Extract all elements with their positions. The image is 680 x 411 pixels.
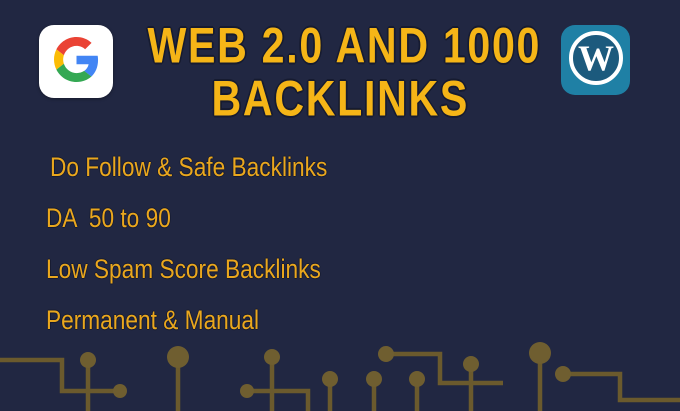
feature-text: Permanent & Manual — [46, 305, 260, 335]
google-logo-icon — [53, 36, 99, 87]
feature-item: DA 50 to 90 — [46, 201, 380, 235]
wordpress-app-badge: W — [561, 25, 630, 95]
banner-title: WEB 2.0 AND 1000 BACKLINKS — [110, 18, 570, 127]
google-app-badge — [39, 25, 113, 98]
title-line-2: BACKLINKS — [211, 71, 469, 127]
title-line-1: WEB 2.0 AND 1000 — [147, 18, 542, 74]
circuit-traces-decor — [0, 342, 680, 411]
feature-text: Low Spam Score Backlinks — [46, 254, 321, 284]
wordpress-w-glyph: W — [578, 38, 614, 78]
wordpress-logo-icon: W — [567, 29, 625, 92]
feature-text: DA 50 to 90 — [46, 203, 171, 233]
feature-item: Do Follow & Safe Backlinks — [46, 150, 380, 184]
feature-text: Do Follow & Safe Backlinks — [50, 152, 328, 182]
feature-item: Permanent & Manual — [46, 303, 380, 337]
feature-list: Do Follow & Safe Backlinks DA 50 to 90 L… — [46, 150, 380, 354]
feature-item: Low Spam Score Backlinks — [46, 252, 380, 286]
